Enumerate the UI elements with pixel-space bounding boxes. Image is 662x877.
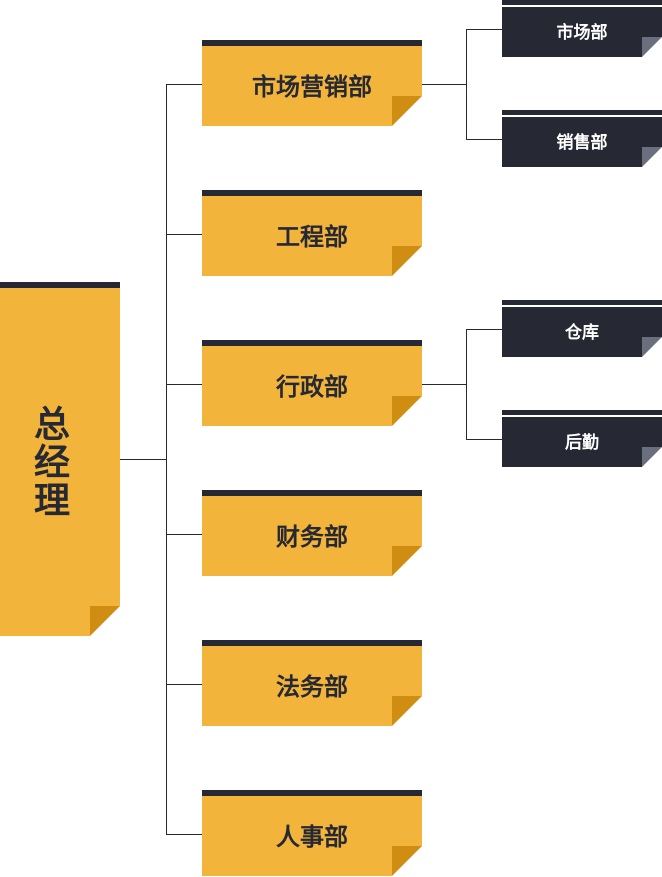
dept-fold-corner <box>392 846 422 876</box>
dept-label: 行政部 <box>276 372 348 401</box>
dept-box-admin: 行政部 <box>202 340 422 426</box>
sub-label: 仓库 <box>565 323 599 343</box>
dept-label: 人事部 <box>276 822 348 851</box>
dept-box-finance: 财务部 <box>202 490 422 576</box>
sub-box-warehouse: 仓库 <box>502 300 662 357</box>
dept-fold-corner <box>392 396 422 426</box>
sub-fold-corner <box>642 447 662 467</box>
sub-label: 销售部 <box>556 133 608 153</box>
sub-fold-corner <box>642 147 662 167</box>
ceo-box: 总经理 <box>0 282 120 636</box>
dept-label: 工程部 <box>276 222 348 251</box>
dept-label: 法务部 <box>276 672 348 701</box>
dept-box-marketing-sales: 市场营销部 <box>202 40 422 126</box>
sub-box-market: 市场部 <box>502 0 662 57</box>
sub-label: 市场部 <box>556 23 608 43</box>
sub-box-logistics: 后勤 <box>502 410 662 467</box>
dept-box-engineering: 工程部 <box>202 190 422 276</box>
sub-box-sales: 销售部 <box>502 110 662 167</box>
ceo-fold-corner <box>90 606 120 636</box>
dept-fold-corner <box>392 96 422 126</box>
dept-box-legal: 法务部 <box>202 640 422 726</box>
dept-label: 财务部 <box>276 522 348 551</box>
sub-label: 后勤 <box>565 433 599 453</box>
dept-box-hr: 人事部 <box>202 790 422 876</box>
dept-label: 市场营销部 <box>252 72 372 101</box>
sub-fold-corner <box>642 37 662 57</box>
sub-fold-corner <box>642 337 662 357</box>
dept-fold-corner <box>392 246 422 276</box>
dept-fold-corner <box>392 546 422 576</box>
dept-fold-corner <box>392 696 422 726</box>
ceo-label: 总经理 <box>28 405 69 519</box>
